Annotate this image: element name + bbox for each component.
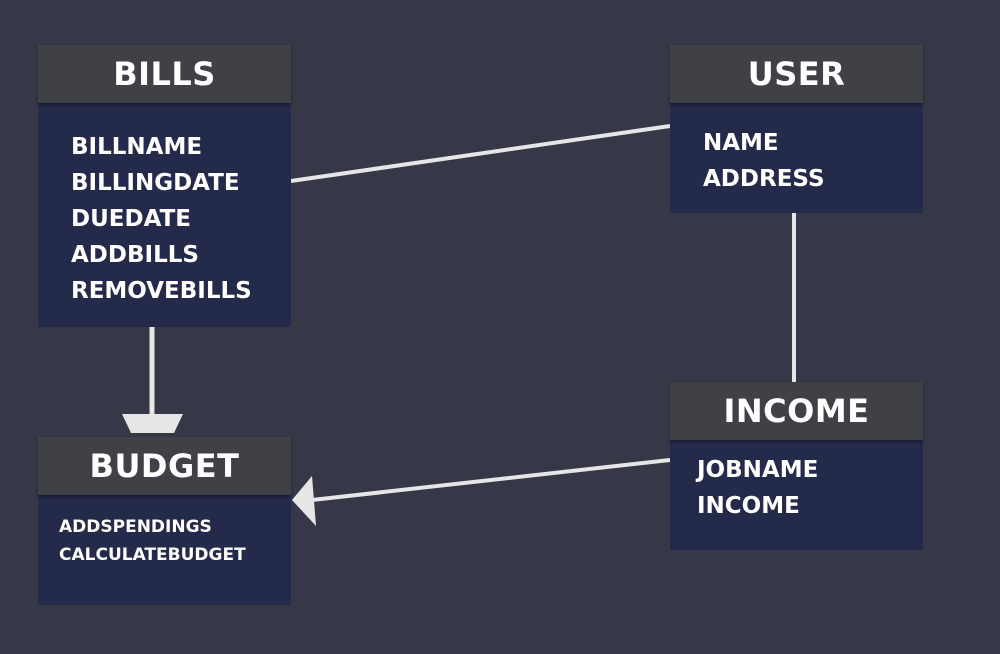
entity-budget-title: BUDGET <box>38 437 291 495</box>
entity-user-title: USER <box>670 45 923 103</box>
entity-bills-fields: BILLNAME BILLINGDATE DUEDATE ADDBILLS RE… <box>38 103 291 327</box>
field-addspendings: ADDSPENDINGS <box>59 517 212 537</box>
field-calculatebudget: CALCULATEBUDGET <box>59 545 246 565</box>
field-duedate: DUEDATE <box>71 206 191 232</box>
entity-budget-fields: ADDSPENDINGS CALCULATEBUDGET <box>38 495 291 605</box>
connector-bills-user <box>290 124 671 183</box>
arrowhead-income-budget <box>292 476 316 526</box>
entity-income[interactable]: INCOME JOBNAME INCOME <box>670 382 923 550</box>
field-removebills: REMOVEBILLS <box>71 278 252 304</box>
entity-user[interactable]: USER NAME ADDRESS <box>670 45 923 213</box>
entity-bills-title: BILLS <box>38 45 291 103</box>
entity-bills[interactable]: BILLS BILLNAME BILLINGDATE DUEDATE ADDBI… <box>38 45 291 327</box>
entity-user-fields: NAME ADDRESS <box>670 103 923 213</box>
entity-income-fields: JOBNAME INCOME <box>670 440 923 550</box>
entity-budget[interactable]: BUDGET ADDSPENDINGS CALCULATEBUDGET <box>38 437 291 605</box>
field-jobname: JOBNAME <box>697 457 819 483</box>
field-name: NAME <box>703 130 779 156</box>
field-addbills: ADDBILLS <box>71 242 199 268</box>
entity-income-title: INCOME <box>670 382 923 440</box>
connector-income-budget <box>311 458 671 502</box>
field-billname: BILLNAME <box>71 134 203 160</box>
field-billingdate: BILLINGDATE <box>71 170 240 196</box>
field-income: INCOME <box>697 493 800 519</box>
field-address: ADDRESS <box>703 166 825 192</box>
arrowhead-bills-budget <box>122 414 183 433</box>
